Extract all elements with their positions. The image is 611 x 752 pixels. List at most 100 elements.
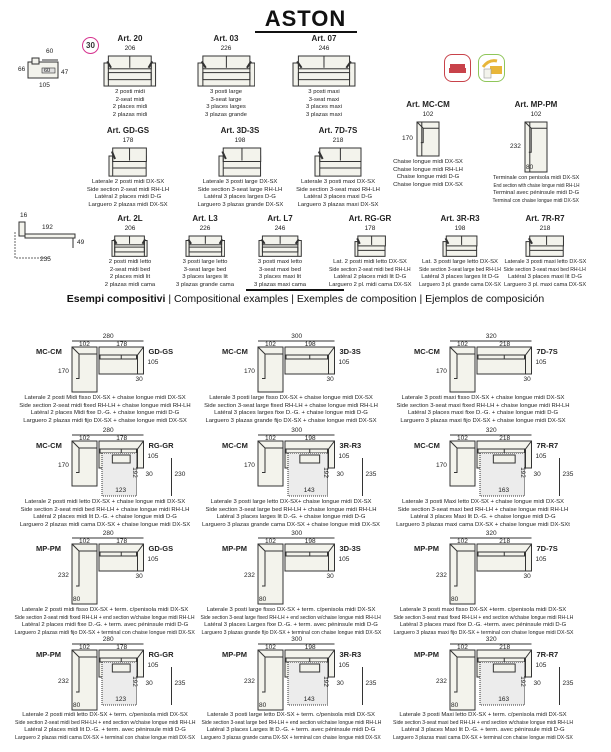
product-caption-line-row: Chaise longue midi DX-SX bbox=[384, 159, 472, 167]
composition-end-arm: 80 bbox=[73, 702, 81, 709]
product-caption-line-row: 3 places larges lit bbox=[163, 274, 247, 282]
side-drawing bbox=[218, 147, 262, 177]
product-caption-line: Laterale 3 posti maxi DX-SX bbox=[301, 179, 375, 185]
composition-caption-line: Larguero 2 plazas midi cama DX-SX + chai… bbox=[19, 521, 191, 528]
composition-caption-line-row: Side section 3-seat large fixed RH-LH + … bbox=[200, 615, 382, 623]
composition-caption-line-row: Side section 3-seat large bed RH-LH + en… bbox=[200, 720, 382, 728]
composition-drawing bbox=[14, 530, 196, 606]
composition-seat-depth: 105 bbox=[338, 556, 350, 563]
composition-open-depth: 235 bbox=[365, 471, 377, 478]
product-caption-line: Chaise longue midi DX-SX bbox=[393, 159, 463, 165]
composition-left-module: MC-CM bbox=[222, 441, 248, 450]
composition-left-module: MP-PM bbox=[414, 544, 439, 553]
composition-depth: 232 bbox=[244, 572, 255, 579]
composition-right-module: GD-GS bbox=[148, 347, 174, 356]
composition-right-module: 3R-R3 bbox=[339, 650, 362, 659]
composition-left-module: MP-PM bbox=[222, 544, 247, 553]
composition-seat-depth: 105 bbox=[147, 453, 159, 460]
composition-drawing bbox=[392, 333, 574, 394]
product-caption-line: 3 places larges bbox=[206, 104, 246, 110]
composition-caption-line-row: Larguero 3 plazas maxi fijo DX-SX + chai… bbox=[392, 418, 574, 426]
product-caption-line-row: Side section 2-seat midi bed RH-LH bbox=[328, 267, 412, 275]
product-caption-line-row: 3 plazas maxi cama bbox=[238, 282, 322, 290]
composition-caption-line: Side section 3-seat maxi fixed RH-LH + e… bbox=[393, 614, 573, 621]
chaise-drawing bbox=[416, 121, 440, 157]
product-width-label: 246 bbox=[318, 45, 330, 52]
composition-caption-line-row: Larguero 2 plazas midi cama DX-SX + term… bbox=[14, 735, 196, 743]
composition-caption-line: Laterale 2 posti Midi fisso DX-SX + chai… bbox=[24, 395, 186, 401]
composition-captions: Laterale 3 posti Maxi letto DX-SX + chai… bbox=[392, 499, 574, 529]
composition-seat-depth: 105 bbox=[338, 359, 350, 366]
product-arm-label: 80 bbox=[526, 164, 534, 171]
composition-captions: Laterale 3 posti large fisso DX-SX + cha… bbox=[200, 395, 382, 425]
composition-arm-width: 30 bbox=[523, 376, 531, 383]
composition-chaise-width: 102 bbox=[265, 644, 276, 651]
chaise-category-icon[interactable] bbox=[478, 54, 505, 82]
product-caption-line: 3 places larges lit bbox=[182, 274, 228, 280]
composition-chaise-width: 102 bbox=[79, 538, 90, 545]
product-caption-line-row: Larguero 3 pl. maxi cama DX-SX bbox=[503, 282, 587, 290]
sofa-drawing bbox=[111, 235, 149, 257]
composition-sofa-width: 178 bbox=[116, 644, 128, 651]
composition-captions: Laterale 3 posti large letto DX-SX+ chai… bbox=[200, 499, 382, 529]
composition-right-module: 7D-7S bbox=[536, 544, 558, 553]
composition-sofa-width: 198 bbox=[304, 341, 316, 348]
composition-caption-line-row: Laterale 2 posti midi letto DX-SX + chai… bbox=[14, 499, 196, 507]
product-article-label: Art. MP-PM bbox=[514, 100, 558, 109]
product-caption-line: Laterale 2 posti midi DX-SX bbox=[91, 179, 165, 185]
product-width-label: 102 bbox=[422, 111, 434, 118]
composition-open-depth: 235 bbox=[174, 680, 186, 687]
product-caption-line: 2 posti midi bbox=[115, 89, 145, 95]
bed-profile-diagram: 16 192 49 235 bbox=[10, 212, 85, 267]
composition-sofa-width: 178 bbox=[116, 435, 128, 442]
product-width-label: 178 bbox=[122, 137, 134, 144]
product-drawing bbox=[238, 235, 322, 257]
product-caption-line-row: Larguero 3 plazas grande DX-SX bbox=[196, 202, 284, 210]
composition-drawing bbox=[14, 333, 196, 394]
composition-end-arm: 80 bbox=[259, 596, 267, 603]
composition-arm-width: 30 bbox=[145, 680, 153, 687]
product-caption-line-row: Laterale 3 posti maxi DX-SX bbox=[294, 179, 382, 187]
composition-caption-line: Latéral 3 places larges fixe D.-G. + cha… bbox=[214, 410, 368, 416]
composition-caption-line: Laterale 3 posti large letto DX-SX+ chai… bbox=[210, 499, 372, 505]
compositions-heading: Esempi compositivi | Compositional examp… bbox=[0, 293, 611, 305]
composition-chaise-width: 102 bbox=[265, 538, 276, 545]
composition-caption-line: Latéral 3 places Maxi lit D.-G. + chaise… bbox=[410, 514, 556, 520]
composition-depth: 232 bbox=[58, 572, 69, 579]
composition-caption-line-row: Side section 2-seat midi bed RH-LH + end… bbox=[14, 720, 196, 728]
composition-end-arm: 80 bbox=[451, 596, 459, 603]
composition-plan bbox=[71, 340, 144, 393]
product-caption-line: Side section 2-seat midi bed RH-LH bbox=[329, 266, 411, 273]
product-caption-line: Side section 2-seat midi RH-LH bbox=[86, 186, 170, 193]
product-caption-line-row: 2 places midi bbox=[83, 104, 177, 112]
composition-caption-line: Side section 3-seat large bed RH-LH + en… bbox=[201, 719, 381, 726]
composition-captions: Laterale 2 posti midi letto DX-SX + term… bbox=[14, 712, 196, 742]
composition-chaise-width: 102 bbox=[457, 644, 468, 651]
product-caption-line: Terminal con chaise longue midi DX-SX bbox=[492, 197, 580, 204]
heading-sep: | bbox=[416, 293, 426, 305]
sofa-category-icon[interactable] bbox=[444, 54, 471, 82]
composition-caption-line: Side section 3-seat large bed RH-LH + ch… bbox=[205, 506, 377, 513]
composition-caption-line: Laterale 3 posti maxi fisso DX-SX +term.… bbox=[399, 607, 567, 613]
product-caption-line-row: Side section 3-seat large bed RH-LH bbox=[418, 267, 502, 275]
composition-caption-line: Side section 2-seat midi fixed RH-LH + e… bbox=[14, 614, 196, 621]
bed-profile-top-label: 16 bbox=[20, 212, 28, 219]
product-caption-line: 3 posti maxi bbox=[308, 89, 340, 95]
product-caption-line-row: 2 plazas midi cama bbox=[88, 282, 172, 290]
profile-depth-label: 105 bbox=[39, 82, 50, 89]
composition-caption-line: Laterale 2 posti midi letto DX-SX + term… bbox=[22, 712, 188, 718]
product-caption-line-row: Laterale 2 posti midi DX-SX bbox=[84, 179, 172, 187]
composition-caption-line-row: Laterale 2 posti Midi fisso DX-SX + chai… bbox=[14, 395, 196, 403]
composition-right-module: 7R-R7 bbox=[536, 650, 559, 659]
composition-caption-line: Larguero 3 plazas maxi fijo DX-SX + term… bbox=[392, 629, 574, 636]
composition-left-module: MC-CM bbox=[222, 347, 248, 356]
composition-plan bbox=[257, 340, 335, 393]
product-caption-line: 3-seat large bbox=[210, 96, 242, 103]
composition-caption-line-row: Laterale 3 posti large letto DX-SX+ chai… bbox=[200, 499, 382, 507]
composition-sofa-width: 218 bbox=[499, 341, 511, 348]
